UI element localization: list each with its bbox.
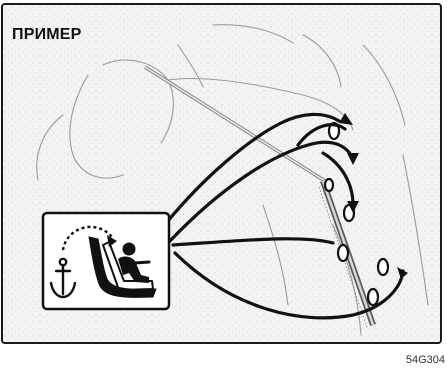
illustration-frame: ПРИМЕР — [1, 3, 442, 344]
figure-code: 54G304 — [406, 354, 445, 366]
isofix-symbol-inset — [43, 213, 169, 309]
figure-title: ПРИМЕР — [12, 26, 82, 44]
child-seat-anchor-illustration — [3, 5, 440, 342]
